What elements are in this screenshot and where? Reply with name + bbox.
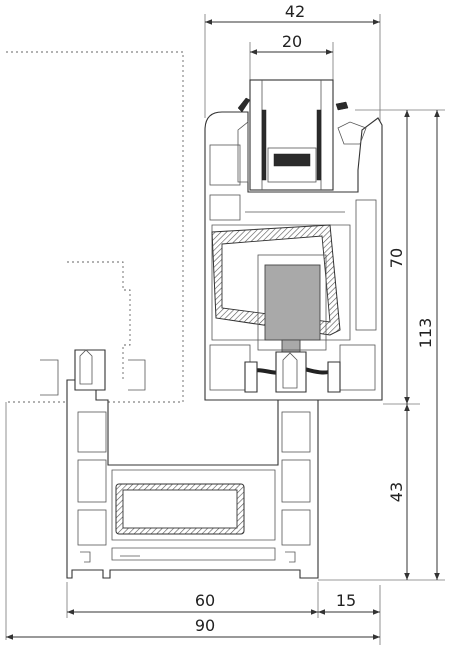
dim-label-total-height: 113 bbox=[416, 318, 435, 349]
dim-label-frame-height: 43 bbox=[387, 482, 406, 502]
frame-left-post bbox=[40, 261, 146, 396]
dimension-lines bbox=[6, 19, 440, 640]
dim-label-bottom-right: 15 bbox=[336, 591, 356, 610]
glass-unit bbox=[237, 79, 349, 191]
dim-label-bottom-left: 60 bbox=[195, 591, 215, 610]
dim-label-top-overall: 42 bbox=[285, 2, 305, 21]
dim-label-glass-width: 20 bbox=[282, 32, 302, 51]
dim-label-bottom-total: 90 bbox=[195, 616, 215, 635]
extension-lines bbox=[66, 14, 445, 645]
frame-profile bbox=[66, 379, 319, 579]
dim-label-sash-height: 70 bbox=[387, 248, 406, 268]
hardware-block bbox=[244, 254, 341, 393]
